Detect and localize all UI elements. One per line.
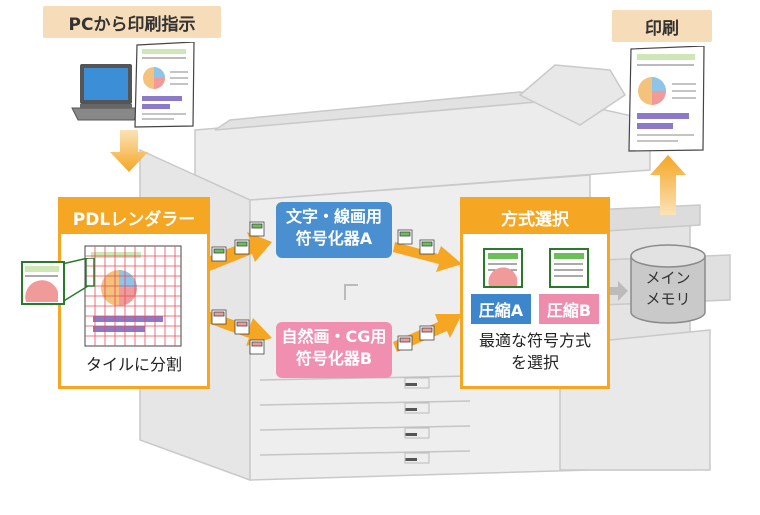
encoder-b-line2: 符号化器B	[295, 349, 373, 368]
method-select-title: 方式選択	[501, 209, 569, 230]
memory-line1: メイン	[645, 269, 691, 287]
tiled-page-icon	[84, 245, 182, 347]
tile-icon-a	[483, 248, 523, 288]
encoder-a-line2: 符号化器A	[295, 229, 373, 248]
method-select-header: 方式選択	[463, 200, 607, 234]
compress-b-text: 圧縮B	[546, 301, 592, 320]
encoder-b-box: 自然画・CG用 符号化器B	[276, 322, 392, 378]
encoder-b-line1: 自然画・CG用	[281, 327, 387, 346]
pdl-renderer-title: PDLレンダラー	[72, 209, 196, 230]
pdl-renderer-header: PDLレンダラー	[61, 200, 207, 234]
memory-label: メイン メモリ	[632, 268, 704, 310]
arrow-enc-a-to-select	[393, 242, 462, 272]
compress-b-badge: 圧縮B	[539, 294, 599, 324]
pdl-renderer-box: PDLレンダラー タイルに分割	[58, 197, 210, 389]
optimal-line2: を選択	[510, 353, 559, 372]
zoomed-tile-icon	[21, 258, 95, 305]
compress-a-text: 圧縮A	[478, 301, 524, 320]
pc-print-label: PCから印刷指示	[43, 6, 221, 38]
tile-split-text: タイルに分割	[85, 355, 182, 374]
printed-document-icon	[628, 46, 705, 152]
print-up-arrow	[650, 155, 686, 215]
arrow-to-memory	[606, 281, 628, 301]
compress-a-badge: 圧縮A	[471, 294, 531, 324]
laptop-icon	[71, 64, 141, 121]
optimal-caption: 最適な符号方式 を選択	[463, 330, 607, 374]
encoder-a-line1: 文字・線画用	[285, 207, 382, 226]
tile-split-caption: タイルに分割	[61, 354, 207, 376]
pc-print-text: PCから印刷指示	[68, 14, 196, 35]
optimal-line1: 最適な符号方式	[478, 331, 591, 350]
tile-icon-b	[549, 248, 589, 288]
print-text: 印刷	[645, 18, 679, 39]
document-icon	[134, 42, 195, 128]
memory-line2: メモリ	[645, 290, 691, 308]
print-label: 印刷	[612, 10, 712, 42]
pc-down-arrow	[110, 130, 148, 172]
memory-cylinder-icon	[630, 244, 706, 324]
encoder-a-box: 文字・線画用 符号化器A	[276, 202, 392, 258]
method-select-box: 方式選択 圧縮A 圧縮B 最適な符号方式 を選択	[460, 197, 610, 389]
